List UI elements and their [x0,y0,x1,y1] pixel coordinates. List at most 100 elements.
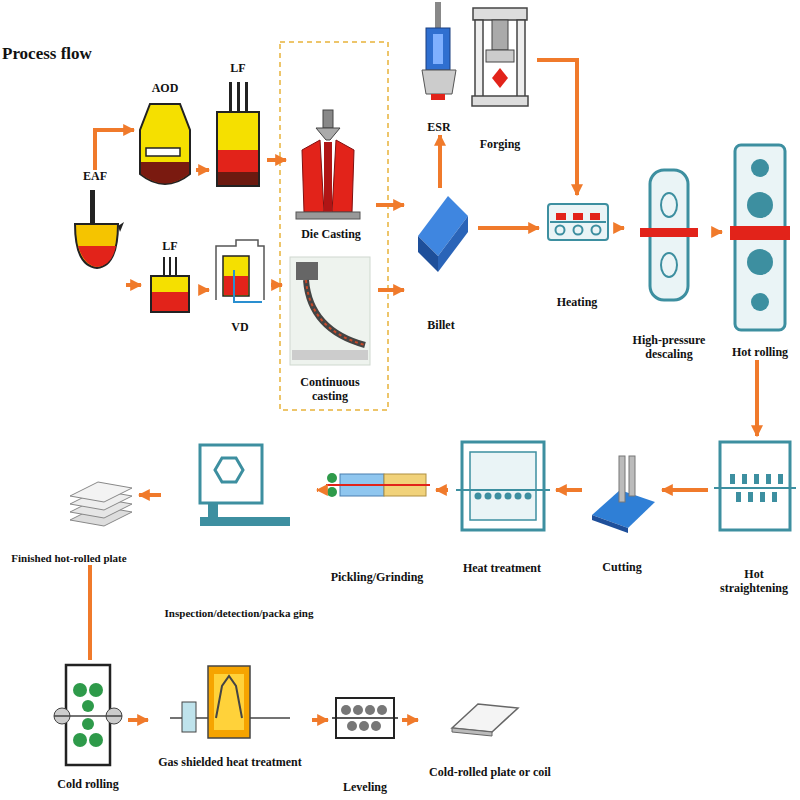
step-label: ESR [409,121,469,135]
continuous-casting-icon [290,257,370,365]
die-casting-icon [324,142,332,212]
cold-rolling-icon [54,665,122,765]
plate-stack-icon [70,482,132,502]
forging-icon [472,96,528,106]
hot-straightening-icon [778,474,783,484]
leveling-icon [332,717,398,719]
hot-straightening-icon [714,487,796,489]
heat-treatment-icon [515,493,522,500]
process-step: Cold rolling [48,660,128,792]
cold-rolling-icon [82,700,94,712]
process-step: Hot rolling [722,140,798,360]
gas-shielded-icon [170,666,290,738]
cold-rolled-plate-icon [452,728,492,736]
aod-icon [146,148,180,156]
process-step: AOD [134,82,196,192]
die-casting-icon [323,110,333,128]
die-casting-icon [296,212,360,219]
process-step: ESR [409,2,469,135]
esr-icon [435,2,441,30]
step-label: Forging [463,138,537,152]
vd-icon [224,276,248,295]
continuous-casting-icon [306,280,365,345]
hot-rolling-icon [751,159,769,177]
step-label: Die Casting [286,228,376,242]
forging-icon [517,20,525,104]
cold-rolling-icon [89,683,103,697]
billet-icon [418,196,468,272]
flow-arrow [267,158,286,162]
cold-rolling-icon [73,683,87,697]
step-label: EAF [64,170,126,184]
heating-icon [548,204,608,240]
casting-group-outline [280,42,388,410]
cold-rolled-plate-icon [452,704,518,736]
step-label: LF [141,240,199,254]
vd-icon [234,270,262,302]
hot-rolling-icon [751,293,769,311]
pickling-icon [327,487,337,497]
process-step: EAF [64,170,126,295]
hot-rolling-icon [747,192,773,218]
process-step: Heat treatment [448,436,556,576]
flow-arrow [199,288,209,292]
flow-arrow [139,493,161,497]
pickling-icon [327,473,337,483]
aod-icon [141,162,189,184]
heating-icon [548,204,608,240]
die-casting-icon [302,140,324,212]
esr-icon [426,28,450,70]
cold-rolling-icon [89,733,103,747]
descaling-icon [640,170,698,300]
heat-treatment-icon [505,493,512,500]
process-step: Billet [404,188,478,333]
hot-straightening-icon [754,474,759,484]
heating-icon [550,221,606,223]
inspection-icon [200,517,290,526]
process-step: Die Casting [286,105,376,242]
heat-treatment-icon [485,493,492,500]
flow-arrow [88,565,92,660]
leveling-icon [365,705,375,715]
hot-straightening-icon [772,492,777,502]
process-step: Cutting [582,450,662,575]
step-label: Cold-rolled plate or coil [418,766,562,780]
flow-arrow [126,283,141,287]
diagram-title: Process flow [2,44,92,64]
leveling-icon [359,721,369,731]
heating-icon [556,226,565,235]
billet-icon [438,216,468,272]
continuous-casting-icon [292,350,368,360]
process-step: LF [209,62,267,192]
lf-icon [218,150,258,185]
step-label: Hot straightening [708,568,800,596]
step-label: LF [209,62,267,76]
continuous-casting-icon [290,257,370,365]
forging-icon [473,8,527,20]
lf-icon [152,292,188,311]
die-casting-icon [332,140,354,212]
process-step: Cold-rolled plate or coil [418,690,562,780]
heat-treatment-icon [456,489,550,491]
cold-rolling-icon [54,715,122,717]
flow-arrow [376,203,404,207]
heat-treatment-icon [525,493,532,500]
forging-icon [486,50,514,62]
inspection-icon [200,445,290,526]
eaf-icon [78,246,116,267]
step-label: High-pressure descaling [624,334,714,362]
process-step: Heating [539,195,615,310]
inspection-icon [200,445,262,503]
eaf-icon [75,224,118,268]
heat-treatment-icon [475,493,532,500]
hot-rolling-icon [730,226,790,240]
inspection-icon [215,458,243,482]
leveling-icon [353,705,363,715]
hot-straightening-icon [742,474,747,484]
hot-straightening-icon [766,474,771,484]
step-label: Leveling [328,781,402,795]
pickling-icon [326,484,430,486]
